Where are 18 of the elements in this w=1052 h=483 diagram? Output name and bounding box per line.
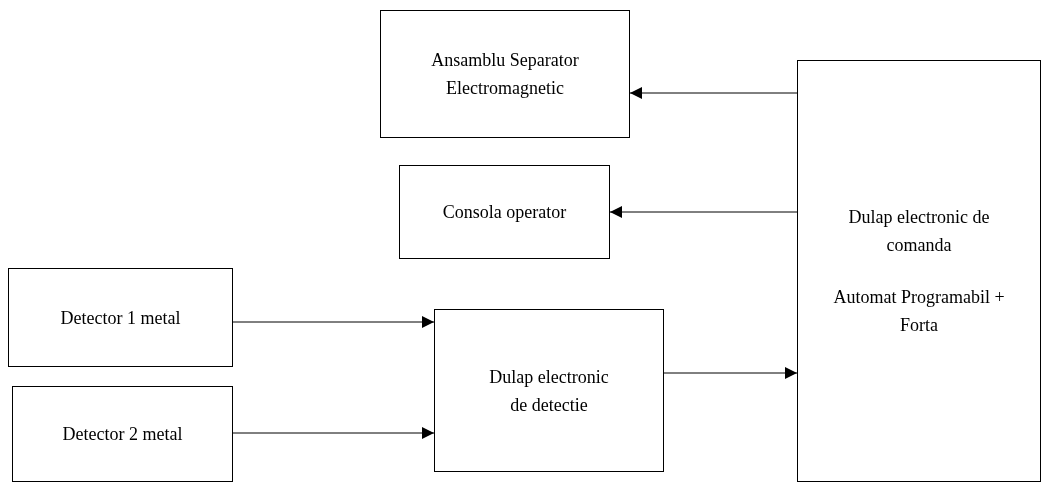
process-box [434, 309, 664, 472]
arrow [232, 316, 435, 328]
box-label: Dulap electronic de comanda [847, 206, 991, 257]
box-label: Consola operator [442, 201, 567, 224]
box-label: Dulap electronic de detectie [488, 365, 610, 417]
box-label: Ansamblu Separator Electromagnetic [430, 49, 580, 100]
arrow [232, 427, 435, 439]
box-label: Detector 2 metal [62, 423, 183, 446]
process-box [8, 268, 233, 367]
arrow [663, 367, 798, 379]
box-label: Automat Programabil + Forta [832, 286, 1006, 337]
box-label: Detector 1 metal [60, 306, 181, 330]
arrow [609, 206, 798, 218]
process-box [399, 165, 610, 259]
arrow [629, 87, 798, 99]
process-box [380, 10, 630, 138]
process-box [797, 60, 1041, 482]
process-box [12, 386, 233, 482]
